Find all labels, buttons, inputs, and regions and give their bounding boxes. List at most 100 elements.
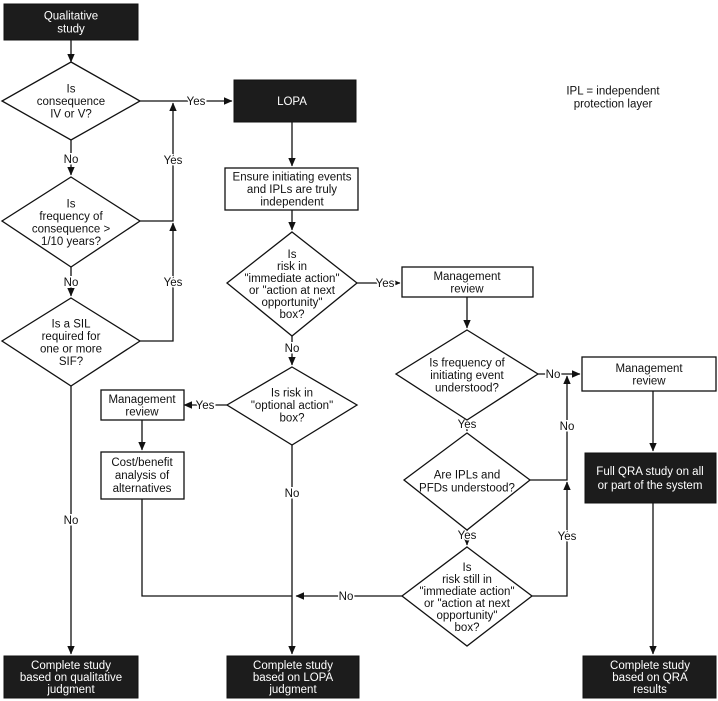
label-still-no: No <box>339 591 354 603</box>
management-review-2-text-line-2: review <box>125 406 159 418</box>
frequency-text-line-3: consequence > <box>32 223 111 235</box>
end-qualitative-text-line-2: based on qualitative <box>20 672 122 684</box>
ipls-text-line-1: Are IPLs and <box>434 470 500 482</box>
qualitative-study-text-line-2: study <box>57 24 85 36</box>
risk-still-text-line-2: risk still in <box>442 574 492 586</box>
risk-still-text-line-5: opportunity" <box>437 610 498 622</box>
end-qra-text-line-3: results <box>633 684 667 696</box>
label-ipls-yes: Yes <box>458 530 477 542</box>
initiating-text-line-1: Is frequency of <box>429 358 505 370</box>
cost-benefit-box <box>100 451 185 500</box>
risk-still-diamond <box>400 546 534 647</box>
management-review-3-text-line-2: review <box>632 375 666 387</box>
label-ipls-no: No <box>560 421 575 433</box>
management-review-2-text-line-1: Management <box>108 394 176 406</box>
node-lopa: LOPA <box>233 79 357 123</box>
optional-text-line-3: box? <box>280 413 305 425</box>
initiating-text-line-2: initiating event <box>430 370 504 382</box>
ipls-text-line-2: PFDs understood? <box>419 483 515 495</box>
end-lopa-text-line-3: judgment <box>268 684 317 696</box>
edge-sil-yes <box>140 222 177 342</box>
label-consequence-no: No <box>64 154 79 166</box>
ensure-text-line-1: Ensure initiating events <box>233 172 352 184</box>
edge-frequency-yes <box>140 102 177 222</box>
optional-text: Is risk in"optional action"box? <box>251 388 333 425</box>
frequency-text-line-2: frequency of <box>39 211 103 223</box>
end-qualitative-text-line-3: judgment <box>46 684 95 696</box>
connectors <box>67 40 657 655</box>
label-initiating-yes: Yes <box>458 419 477 431</box>
cost-benefit-text-line-2: analysis of <box>115 470 170 482</box>
initiating-text-line-3: understood? <box>435 383 499 395</box>
consequence-text-line-1: Is <box>67 84 76 96</box>
management-review-1-box <box>401 266 534 298</box>
end-lopa-text-line-2: based on LOPA <box>253 672 334 684</box>
lopa-text: LOPA <box>277 96 307 108</box>
frequency-text-line-4: 1/10 years? <box>41 236 101 248</box>
optional-text-line-1: Is risk in <box>271 388 313 400</box>
edge-ipls-no <box>530 375 571 481</box>
risk-immediate-text-line-2: risk in <box>277 261 307 273</box>
management-review-2-box <box>100 389 185 421</box>
consequence-text-line-2: consequence <box>37 96 105 108</box>
sil-text-line-2: required for <box>42 331 101 343</box>
optional-text-line-2: "optional action" <box>251 400 333 412</box>
ensure-box <box>224 167 359 211</box>
risk-immediate-text-line-1: Is <box>288 249 297 261</box>
risk-immediate-diamond <box>225 231 359 337</box>
label-immediate-yes: Yes <box>376 278 395 290</box>
label-sil-yes: Yes <box>164 277 183 289</box>
frequency-diamond <box>0 176 142 268</box>
full-qra-box <box>584 452 717 504</box>
ipls-diamond <box>402 432 532 531</box>
risk-still-text-line-6: box? <box>455 622 480 634</box>
ipl-legend-note-line-1: IPL = independent <box>566 86 660 98</box>
label-frequency-no: No <box>64 277 79 289</box>
label-optional-no: No <box>285 488 300 500</box>
label-consequence-yes: Yes <box>187 96 206 108</box>
risk-immediate-text-line-5: opportunity" <box>262 297 323 309</box>
edge-cost-merge <box>141 499 292 597</box>
ipl-legend-note-line-2: protection layer <box>574 99 653 111</box>
consequence-text-line-3: IV or V? <box>50 109 92 121</box>
end-qra-box <box>582 655 717 699</box>
qualitative-study-text-line-1: Qualitative <box>44 11 98 23</box>
label-optional-yes: Yes <box>196 400 215 412</box>
end-qra-text-line-2: based on QRA <box>612 672 688 684</box>
risk-immediate-text-line-3: "immediate action" <box>244 273 339 285</box>
label-still-yes: Yes <box>558 531 577 543</box>
full-qra-text-line-2: or part of the system <box>598 480 703 492</box>
optional-diamond <box>225 366 359 446</box>
label-initiating-no: No <box>546 369 561 381</box>
end-lopa-box <box>226 655 360 699</box>
risk-still-text-line-4: or "action at next <box>424 598 511 610</box>
end-qualitative-box <box>3 655 139 699</box>
risk-still-text-line-3: "immediate action" <box>419 586 514 598</box>
